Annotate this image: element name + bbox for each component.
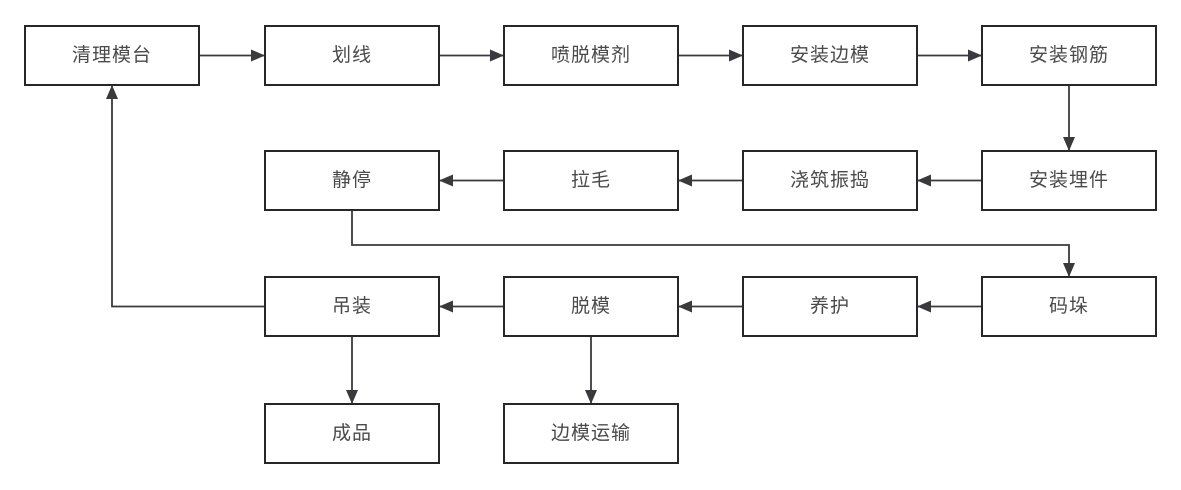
flow-node-label: 喷脱模剂 [550, 45, 631, 66]
flow-node-qingli-motai: 清理模台 [24, 25, 200, 86]
flow-node-label: 安装边模 [789, 45, 870, 66]
flow-node-label: 脱模 [570, 296, 611, 317]
flow-node-chengpin: 成品 [264, 403, 440, 464]
flow-node-jingting: 静停 [264, 150, 440, 211]
flow-node-label: 浇筑振捣 [789, 170, 870, 191]
flow-node-jiaozhu-zhendao: 浇筑振捣 [742, 150, 918, 211]
flow-node-label: 成品 [331, 423, 372, 444]
flow-node-anzhuang-maijian: 安装埋件 [981, 150, 1157, 211]
flow-node-label: 边模运输 [550, 423, 631, 444]
flow-node-label: 安装钢筋 [1028, 45, 1109, 66]
flow-node-yanghu: 养护 [742, 276, 918, 337]
flow-node-label: 安装埋件 [1028, 170, 1109, 191]
flow-node-anzhuang-gangjin: 安装钢筋 [981, 25, 1157, 86]
flow-node-maduo: 码垛 [981, 276, 1157, 337]
flow-node-label: 吊装 [331, 296, 372, 317]
flow-node-label: 养护 [809, 296, 850, 317]
flow-node-label: 拉毛 [570, 170, 611, 191]
flow-node-diaozhuang: 吊装 [264, 276, 440, 337]
flow-node-anzhuang-bianmo: 安装边模 [742, 25, 918, 86]
flow-node-bianmo-yunshu: 边模运输 [503, 403, 679, 464]
flow-node-tuomo: 脱模 [503, 276, 679, 337]
flow-edge-diaozhuang-to-qingli-motai [106, 85, 264, 308]
flow-node-label: 码垛 [1048, 296, 1089, 317]
flow-node-lamao: 拉毛 [503, 150, 679, 211]
flow-node-label: 静停 [331, 170, 372, 191]
flow-node-label: 划线 [331, 45, 372, 66]
flow-node-pen-tuomoji: 喷脱模剂 [503, 25, 679, 86]
flow-node-huaxian: 划线 [264, 25, 440, 86]
flow-node-label: 清理模台 [71, 45, 152, 66]
flow-edge-jingting-to-maduo [351, 211, 1075, 277]
